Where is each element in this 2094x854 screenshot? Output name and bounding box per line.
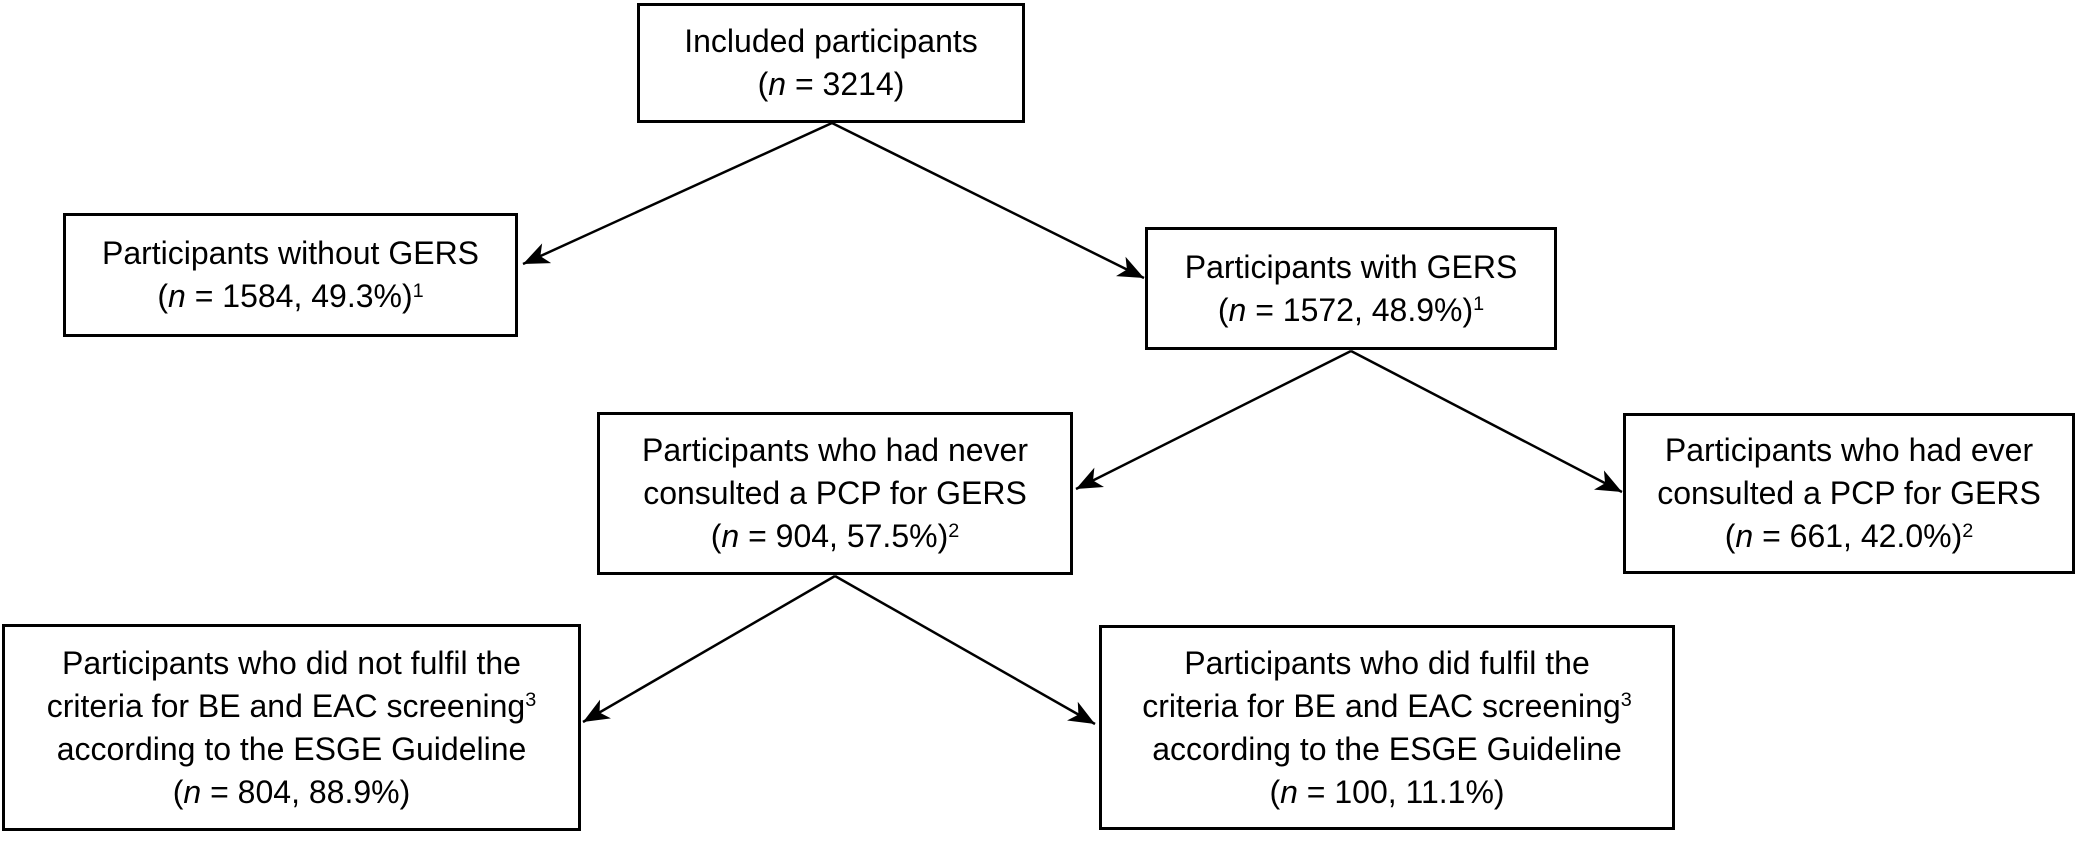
node-ever-consulted-title-line1: Participants who had ever — [1664, 432, 2034, 468]
stat-open-paren: ( — [1724, 518, 1736, 554]
node-not-fulfil-title-line2: criteria for BE and EAC screening — [46, 687, 526, 724]
node-ever-consulted-title-line2: consulted a PCP for GERS — [1657, 475, 2041, 511]
stat-n-italic: n — [1735, 518, 1754, 554]
edge-included-to-with-gers — [831, 121, 1145, 280]
node-fulfil-title-line1: Participants who did fulfil the — [1184, 644, 1590, 681]
footnote-superscript: 1 — [412, 279, 424, 302]
node-included-participants: Included participants (n = 3214) — [637, 3, 1025, 123]
node-never-consulted-stat: (n = 904, 57.5%)2 — [711, 515, 960, 558]
node-did-not-fulfil-criteria: Participants who did not fulfil the crit… — [2, 624, 581, 831]
node-ever-consulted-pcp: Participants who had ever consulted a PC… — [1623, 413, 2075, 574]
node-with-gers-title: Participants with GERS — [1184, 248, 1518, 285]
stat-n-italic: n — [183, 773, 202, 810]
node-not-fulfil-stat: (n = 804, 88.9%) — [173, 771, 410, 814]
stat-value: = 804, 88.9%) — [201, 773, 411, 810]
stat-open-paren: ( — [172, 773, 184, 810]
stat-n-italic: n — [1228, 291, 1247, 328]
stat-value: = 3214) — [786, 66, 905, 102]
stat-value: = 661, 42.0%) — [1753, 518, 1963, 554]
stat-n-italic: n — [768, 66, 787, 102]
stat-value: = 1584, 49.3%) — [185, 278, 413, 314]
footnote-superscript: 2 — [1962, 519, 1974, 542]
stat-open-paren: ( — [757, 66, 769, 102]
node-fulfil-title-line3: according to the ESGE Guideline — [1152, 730, 1622, 767]
stat-open-paren: ( — [710, 518, 722, 554]
footnote-superscript: 3 — [525, 689, 537, 712]
node-never-consulted-pcp: Participants who had never consulted a P… — [597, 412, 1073, 575]
node-without-gers-title: Participants without GERS — [101, 235, 480, 271]
node-not-fulfil-title-line3: according to the ESGE Guideline — [56, 730, 527, 767]
edge-included-to-without-gers — [522, 121, 833, 266]
stat-value: = 904, 57.5%) — [739, 518, 949, 554]
node-with-gers-stat: (n = 1572, 48.9%)1 — [1218, 289, 1484, 332]
node-without-gers-stat: (n = 1584, 49.3%)1 — [157, 275, 423, 318]
node-without-gers: Participants without GERS (n = 1584, 49.… — [63, 213, 518, 337]
footnote-superscript: 1 — [1473, 293, 1485, 316]
footnote-superscript: 2 — [948, 519, 960, 542]
stat-n-italic: n — [168, 278, 186, 314]
stat-n-italic: n — [1280, 773, 1298, 810]
node-ever-consulted-stat: (n = 661, 42.0%)2 — [1725, 515, 1974, 558]
stat-value: = 1572, 48.9%) — [1246, 291, 1474, 328]
edge-never-pcp-to-fulfil — [834, 574, 1096, 726]
node-fulfil-title-line2: criteria for BE and EAC screening — [1142, 687, 1621, 724]
edge-never-pcp-to-not-fulfil — [582, 574, 836, 724]
stat-n-italic: n — [721, 518, 740, 554]
stat-value: = 100, 11.1%) — [1297, 773, 1505, 810]
node-did-fulfil-criteria: Participants who did fulfil the criteria… — [1099, 625, 1675, 830]
stat-open-paren: ( — [1269, 773, 1281, 810]
node-included-title: Included participants — [684, 23, 978, 59]
edge-with-gers-to-never-pcp — [1075, 349, 1352, 491]
node-not-fulfil-title-line1: Participants who did not fulfil the — [62, 644, 521, 681]
node-fulfil-stat: (n = 100, 11.1%) — [1269, 771, 1504, 814]
footnote-superscript: 3 — [1620, 689, 1632, 712]
node-included-stat: (n = 3214) — [758, 63, 905, 106]
node-never-consulted-title-line1: Participants who had never — [642, 432, 1028, 468]
node-never-consulted-title-line2: consulted a PCP for GERS — [643, 475, 1027, 511]
node-with-gers: Participants with GERS (n = 1572, 48.9%)… — [1145, 227, 1557, 350]
stat-open-paren: ( — [1217, 291, 1229, 328]
edge-with-gers-to-ever-pcp — [1350, 349, 1623, 494]
stat-open-paren: ( — [157, 278, 168, 314]
